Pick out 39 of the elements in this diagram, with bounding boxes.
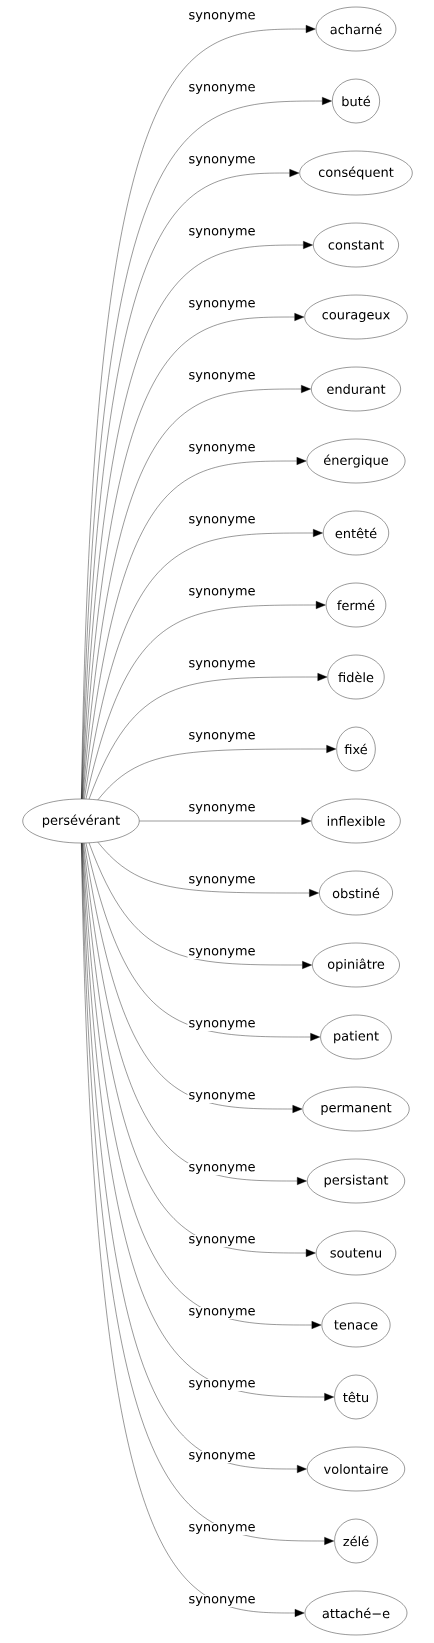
arrow — [88, 673, 328, 800]
arrow — [97, 842, 319, 897]
arrow — [81, 843, 305, 1617]
arrow — [82, 843, 316, 1257]
edge-label: synonyme — [187, 587, 257, 599]
arrow — [81, 241, 313, 799]
arrow — [83, 457, 307, 800]
edge-label: synonyme — [187, 1091, 257, 1103]
edge-label: synonyme — [187, 1595, 257, 1607]
edge-label: synonyme — [187, 1019, 257, 1031]
arrow — [139, 817, 312, 825]
arrow — [83, 843, 307, 1185]
edge-label: synonyme — [187, 1523, 257, 1535]
edge-label: synonyme — [187, 947, 257, 959]
arrow — [85, 601, 326, 800]
arrow — [97, 745, 337, 800]
arrow — [88, 842, 312, 969]
arrow — [82, 385, 311, 800]
edge-label: synonyme — [187, 659, 257, 671]
edge-label: synonyme — [187, 371, 257, 383]
edge-label: synonyme — [187, 875, 257, 887]
edge-label: synonyme — [187, 299, 257, 311]
edge-label: synonyme — [187, 155, 257, 167]
edge-label: synonyme — [187, 1163, 257, 1175]
edge-label: synonyme — [187, 1307, 257, 1319]
arrow — [84, 529, 323, 800]
edge-label: synonyme — [187, 227, 257, 239]
arrow — [84, 842, 303, 1113]
edge-label: synonyme — [187, 515, 257, 527]
edge-label: synonyme — [187, 83, 257, 95]
edge-label: synonyme — [187, 803, 257, 815]
edge-label: synonyme — [187, 443, 257, 455]
edge-label: synonyme — [187, 11, 257, 23]
edge-label: synonyme — [187, 1235, 257, 1247]
edge-label: synonyme — [187, 731, 257, 743]
arrow — [81, 843, 334, 1401]
edge-label: synonyme — [187, 1379, 257, 1391]
arrow — [85, 842, 321, 1041]
edge-label: synonyme — [187, 1451, 257, 1463]
